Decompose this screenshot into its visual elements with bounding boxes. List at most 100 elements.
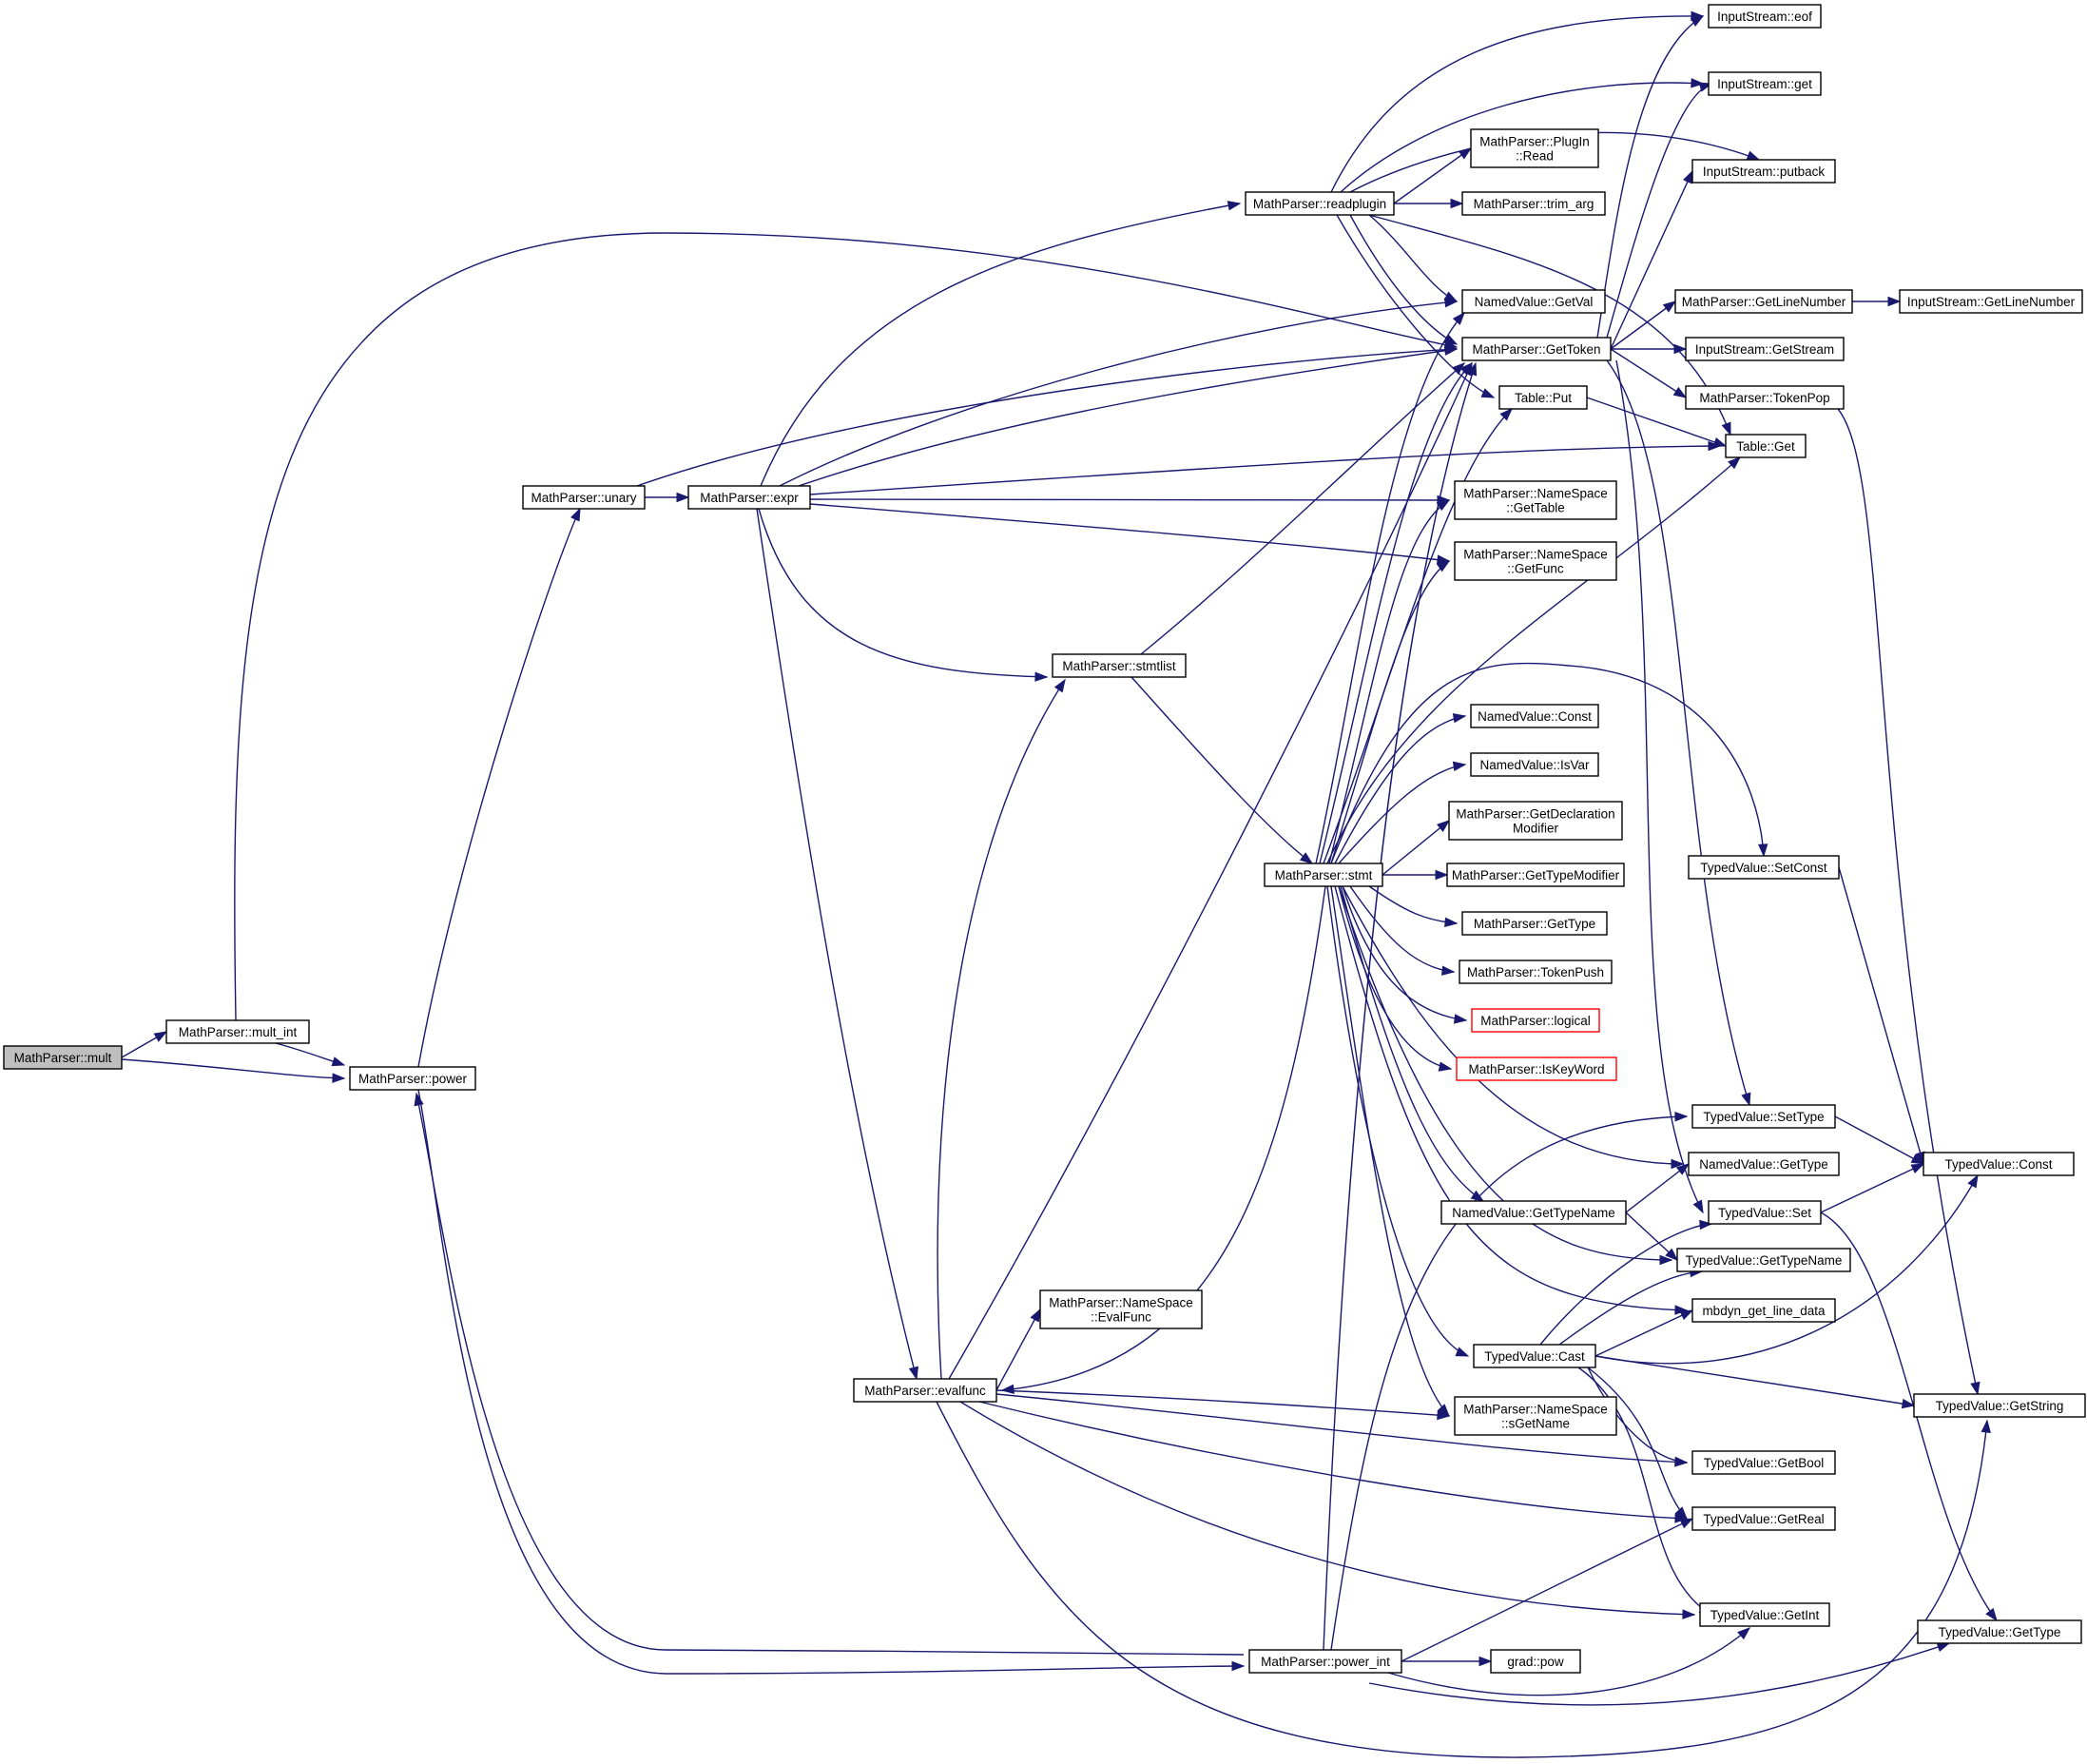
node-is-putback[interactable]: InputStream::putback — [1691, 159, 1836, 184]
node-box[interactable] — [1471, 1008, 1600, 1033]
node-box[interactable] — [1923, 1152, 2075, 1176]
node-grad-pow[interactable]: grad::pow — [1490, 1649, 1581, 1674]
node-box[interactable] — [1708, 4, 1822, 29]
node-trim-arg[interactable]: MathParser::trim_arg — [1461, 191, 1606, 216]
node-logical[interactable]: MathParser::logical — [1471, 1008, 1600, 1033]
node-unary[interactable]: MathParser::unary — [522, 485, 646, 510]
node-readplugin[interactable]: MathParser::readplugin — [1245, 191, 1395, 216]
node-iskeyword[interactable]: MathParser::IsKeyWord — [1456, 1056, 1617, 1081]
node-power[interactable]: MathParser::power — [349, 1066, 476, 1091]
node-box[interactable] — [1688, 1152, 1840, 1176]
node-box[interactable] — [165, 1019, 310, 1044]
node-ns-gettable[interactable]: MathParser::NameSpace::GetTable — [1454, 480, 1617, 520]
node-box[interactable] — [1264, 863, 1383, 887]
node-mult[interactable]: MathParser::mult — [3, 1045, 123, 1070]
node-tv-settype[interactable]: TypedValue::SetType — [1691, 1104, 1836, 1129]
node-mult-int[interactable]: MathParser::mult_int — [165, 1019, 310, 1044]
node-nv-gettypename[interactable]: NamedValue::GetTypeName — [1440, 1200, 1627, 1225]
node-box[interactable] — [1708, 71, 1822, 96]
node-tokenpop[interactable]: MathParser::TokenPop — [1685, 385, 1845, 410]
node-tv-getbool[interactable]: TypedValue::GetBool — [1691, 1450, 1836, 1475]
node-box[interactable] — [687, 485, 811, 510]
node-gettype[interactable]: MathParser::GetType — [1461, 911, 1608, 936]
node-box[interactable] — [1454, 1396, 1617, 1436]
node-tv-getint[interactable]: TypedValue::GetInt — [1699, 1602, 1830, 1627]
node-power-int[interactable]: MathParser::power_int — [1248, 1649, 1402, 1674]
node-box[interactable] — [1674, 289, 1853, 314]
node-box[interactable] — [1473, 1344, 1596, 1368]
node-tv-gettype[interactable]: TypedValue::GetType — [1917, 1619, 2082, 1644]
node-box[interactable] — [3, 1045, 123, 1070]
node-table-get[interactable]: Table::Get — [1725, 434, 1807, 458]
node-box[interactable] — [1039, 1289, 1203, 1329]
node-box[interactable] — [1454, 541, 1617, 581]
node-box[interactable] — [1470, 752, 1599, 777]
node-box[interactable] — [1459, 960, 1613, 984]
node-box[interactable] — [1691, 1506, 1836, 1531]
node-box[interactable] — [1456, 1056, 1617, 1081]
node-box[interactable] — [1685, 337, 1845, 361]
node-is-get[interactable]: InputStream::get — [1708, 71, 1822, 96]
node-nv-const[interactable]: NamedValue::Const — [1470, 704, 1599, 728]
node-is-getlinenumber[interactable]: InputStream::GetLineNumber — [1899, 289, 2083, 314]
node-tv-set[interactable]: TypedValue::Set — [1708, 1200, 1822, 1225]
node-box[interactable] — [1691, 159, 1836, 184]
node-tv-setconst[interactable]: TypedValue::SetConst — [1688, 855, 1840, 880]
node-box[interactable] — [1470, 704, 1599, 728]
node-box[interactable] — [1688, 855, 1840, 880]
node-box[interactable] — [1725, 434, 1807, 458]
node-nv-gettype[interactable]: NamedValue::GetType — [1688, 1152, 1840, 1176]
node-is-eof[interactable]: InputStream::eof — [1708, 4, 1822, 29]
node-box[interactable] — [1461, 289, 1606, 314]
node-tv-getstring[interactable]: TypedValue::GetString — [1913, 1393, 2086, 1418]
node-ns-sgetname[interactable]: MathParser::NameSpace::sGetName — [1454, 1396, 1617, 1436]
node-box[interactable] — [1676, 1248, 1851, 1272]
node-box[interactable] — [853, 1378, 997, 1403]
node-box[interactable] — [1899, 289, 2083, 314]
node-box[interactable] — [349, 1066, 476, 1091]
node-box[interactable] — [522, 485, 646, 510]
node-plugin-read[interactable]: MathParser::PlugIn::Read — [1470, 128, 1599, 168]
node-is-getstream[interactable]: InputStream::GetStream — [1685, 337, 1845, 361]
node-tv-gettypename[interactable]: TypedValue::GetTypeName — [1676, 1248, 1851, 1272]
node-box[interactable] — [1691, 1104, 1836, 1129]
node-gettypemod[interactable]: MathParser::GetTypeModifier — [1446, 863, 1625, 887]
node-box[interactable] — [1461, 337, 1612, 361]
node-box[interactable] — [1913, 1393, 2086, 1418]
node-tv-const[interactable]: TypedValue::Const — [1923, 1152, 2075, 1176]
node-box[interactable] — [1917, 1619, 2082, 1644]
node-box[interactable] — [1440, 1200, 1627, 1225]
node-gettoken[interactable]: MathParser::GetToken — [1461, 337, 1612, 361]
node-box[interactable] — [1245, 191, 1395, 216]
node-box[interactable] — [1446, 863, 1625, 887]
node-box[interactable] — [1454, 480, 1617, 520]
node-stmt[interactable]: MathParser::stmt — [1264, 863, 1383, 887]
node-box[interactable] — [1685, 385, 1845, 410]
node-ns-evalfunc[interactable]: MathParser::NameSpace::EvalFunc — [1039, 1289, 1203, 1329]
node-box[interactable] — [1498, 385, 1588, 410]
node-expr[interactable]: MathParser::expr — [687, 485, 811, 510]
node-tv-cast[interactable]: TypedValue::Cast — [1473, 1344, 1596, 1368]
node-box[interactable] — [1691, 1450, 1836, 1475]
node-mbdyn[interactable]: mbdyn_get_line_data — [1691, 1298, 1836, 1323]
node-box[interactable] — [1248, 1649, 1402, 1674]
node-stmtlist[interactable]: MathParser::stmtlist — [1052, 653, 1187, 678]
node-box[interactable] — [1470, 128, 1599, 168]
node-ns-getfunc[interactable]: MathParser::NameSpace::GetFunc — [1454, 541, 1617, 581]
node-nv-getval[interactable]: NamedValue::GetVal — [1461, 289, 1606, 314]
node-box[interactable] — [1461, 911, 1608, 936]
node-box[interactable] — [1691, 1298, 1836, 1323]
node-table-put[interactable]: Table::Put — [1498, 385, 1588, 410]
node-box[interactable] — [1490, 1649, 1581, 1674]
node-nv-isvar[interactable]: NamedValue::IsVar — [1470, 752, 1599, 777]
node-box[interactable] — [1052, 653, 1187, 678]
node-box[interactable] — [1448, 801, 1623, 841]
node-box[interactable] — [1461, 191, 1606, 216]
node-evalfunc[interactable]: MathParser::evalfunc — [853, 1378, 997, 1403]
node-getlinenumber[interactable]: MathParser::GetLineNumber — [1674, 289, 1853, 314]
node-box[interactable] — [1699, 1602, 1830, 1627]
node-tokenpush[interactable]: MathParser::TokenPush — [1459, 960, 1613, 984]
node-tv-getreal[interactable]: TypedValue::GetReal — [1691, 1506, 1836, 1531]
node-box[interactable] — [1708, 1200, 1822, 1225]
